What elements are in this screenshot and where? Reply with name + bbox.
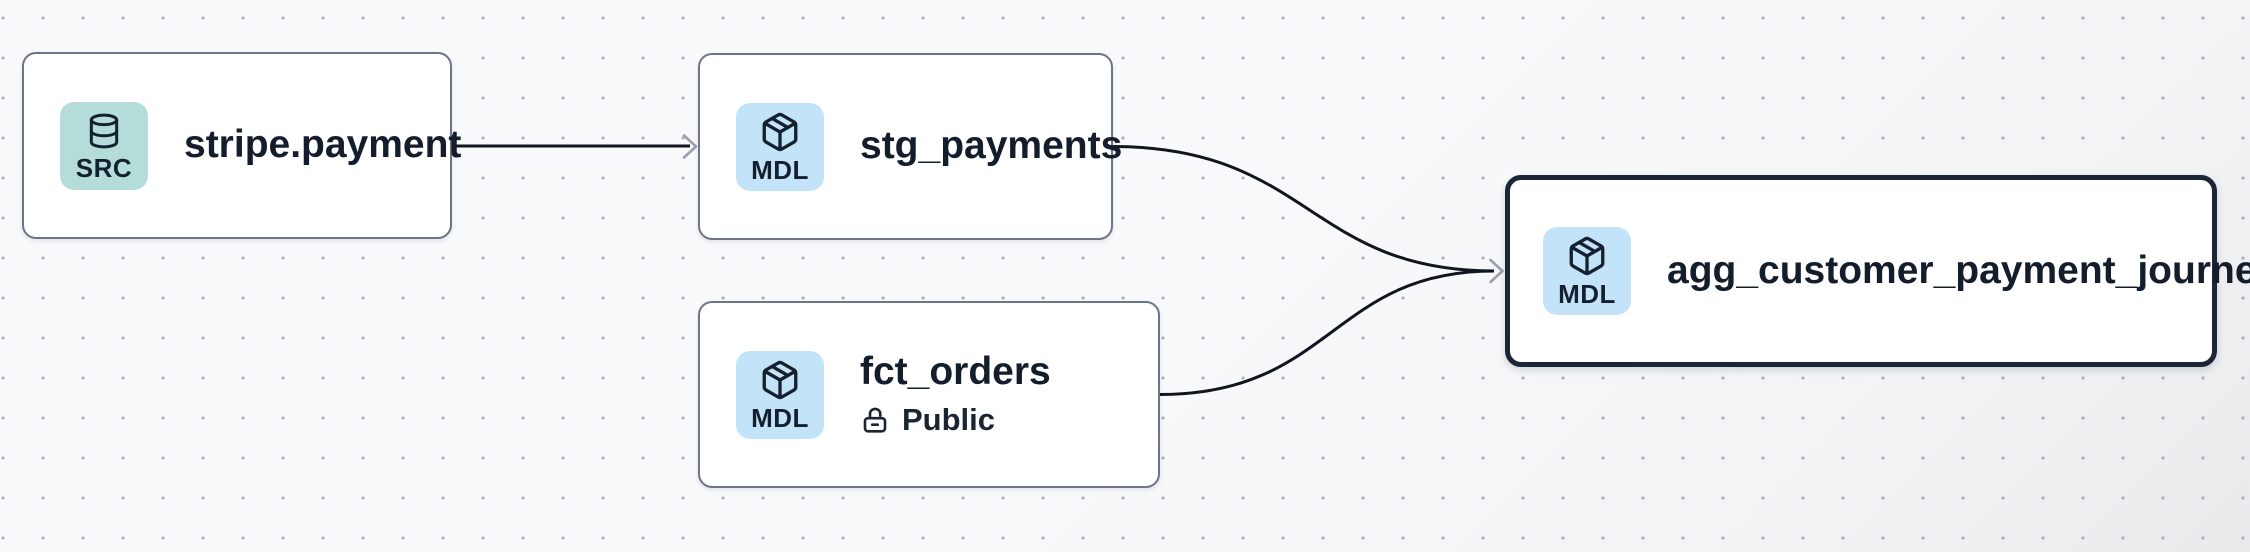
- access-row: Public: [860, 402, 1051, 438]
- node-stg-payments[interactable]: MDL stg_payments: [698, 53, 1123, 240]
- node-type-badge-mdl: MDL: [1543, 227, 1631, 315]
- node-title: stg_payments: [860, 124, 1123, 168]
- node-title: agg_customer_payment_journey: [1667, 248, 2250, 292]
- node-fct-orders[interactable]: MDL fct_orders Public: [698, 301, 1160, 488]
- node-agg-customer-payment-journey[interactable]: MDL agg_customer_payment_journey: [1505, 175, 2250, 367]
- cube-icon: [762, 112, 798, 151]
- node-type-badge-src: SRC: [60, 101, 148, 190]
- edge-fct-orders-to-agg-customer-payment-journey[interactable]: [1159, 269, 1495, 396]
- node-title: fct_orders: [860, 350, 1051, 394]
- database-icon: [89, 113, 119, 148]
- node-text: stripe.payment: [184, 123, 462, 167]
- lock-open-icon: [863, 407, 887, 433]
- cube-icon: [762, 360, 798, 399]
- access-label: Public: [902, 401, 996, 437]
- arrowhead-icon: [1489, 258, 1504, 284]
- arrowhead-icon: [682, 134, 698, 159]
- node-text: stg_payments: [860, 124, 1123, 168]
- node-text: agg_customer_payment_journey: [1667, 248, 2250, 293]
- edge-stg-payments-to-agg-customer-payment-journey[interactable]: [1112, 145, 1495, 273]
- node-type-badge-mdl: MDL: [736, 350, 824, 439]
- node-type-badge-mdl: MDL: [736, 102, 824, 191]
- badge-label: MDL: [751, 154, 809, 185]
- node-text: fct_orders Public: [860, 350, 1051, 438]
- badge-label: MDL: [1558, 279, 1616, 309]
- cube-icon: [1569, 236, 1605, 276]
- node-title: stripe.payment: [184, 123, 462, 167]
- node-stripe-payment[interactable]: SRC stripe.payment: [22, 52, 462, 239]
- badge-label: MDL: [751, 402, 809, 433]
- badge-label: SRC: [75, 152, 133, 183]
